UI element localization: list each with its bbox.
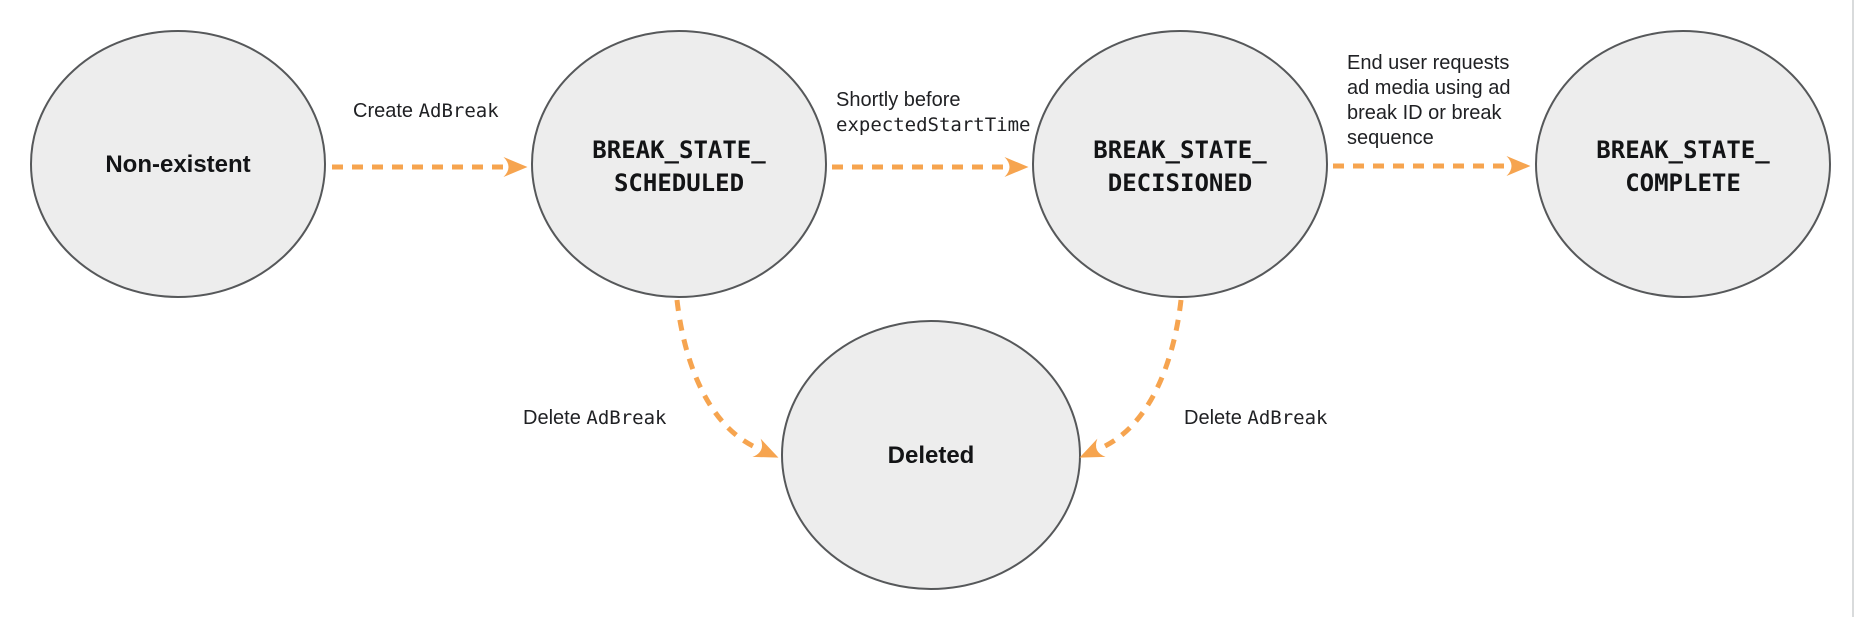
node-ellipse-break-state-scheduled bbox=[531, 30, 827, 298]
node-label-line2: SCHEDULED bbox=[613, 169, 745, 197]
edge-label-text: Shortly before bbox=[836, 89, 961, 111]
node-label-non-existent: Non-existent bbox=[105, 151, 251, 178]
node-label-break-state-scheduled: BREAK_STATE_ SCHEDULED bbox=[592, 134, 765, 200]
node-ellipse-non-existent bbox=[30, 30, 326, 298]
edge-label-end-user-requests: End user requests ad media using ad brea… bbox=[1347, 51, 1510, 151]
page-right-border bbox=[1852, 0, 1854, 617]
edge-label-text-line: break ID or break bbox=[1347, 102, 1502, 124]
edge-arrow-decisioned-to-deleted bbox=[1079, 299, 1184, 458]
node-label-break-state-complete: BREAK_STATE_ COMPLETE bbox=[1596, 134, 1769, 200]
transition-arrows bbox=[332, 156, 1531, 458]
node-label-deleted: Deleted bbox=[887, 442, 975, 469]
node-label-line2: COMPLETE bbox=[1625, 169, 1741, 197]
node-label-line1: BREAK_STATE_ bbox=[592, 136, 766, 164]
edge-label-code: AdBreak bbox=[586, 407, 667, 429]
node-ellipse-break-state-decisioned bbox=[1032, 30, 1328, 298]
edge-label-code: expectedStartTime bbox=[836, 114, 1031, 136]
edge-label-text: Create bbox=[353, 100, 419, 122]
edge-label-shortly-before-expectedstarttime: Shortly before expectedStartTime bbox=[836, 88, 1030, 138]
edge-label-text: Delete bbox=[523, 407, 587, 429]
edge-label-delete-adbreak-left: Delete AdBreak bbox=[523, 406, 666, 431]
node-ellipse-break-state-complete bbox=[1535, 30, 1831, 298]
edge-label-text: Delete bbox=[1184, 407, 1248, 429]
edge-arrow-scheduled-to-deleted bbox=[674, 299, 779, 458]
edge-label-create-adbreak: Create AdBreak bbox=[353, 99, 499, 124]
node-label-line2: DECISIONED bbox=[1107, 169, 1253, 197]
edge-label-text-line: ad media using ad bbox=[1347, 77, 1511, 99]
edge-label-code: AdBreak bbox=[1247, 407, 1328, 429]
node-label-line1: BREAK_STATE_ bbox=[1596, 136, 1770, 164]
edge-label-delete-adbreak-right: Delete AdBreak bbox=[1184, 406, 1327, 431]
edge-label-code: AdBreak bbox=[418, 100, 499, 122]
node-label-line1: BREAK_STATE_ bbox=[1093, 136, 1267, 164]
edge-label-text-line: sequence bbox=[1347, 127, 1434, 149]
edge-label-text-line: End user requests bbox=[1347, 52, 1510, 74]
node-label-break-state-decisioned: BREAK_STATE_ DECISIONED bbox=[1093, 134, 1266, 200]
